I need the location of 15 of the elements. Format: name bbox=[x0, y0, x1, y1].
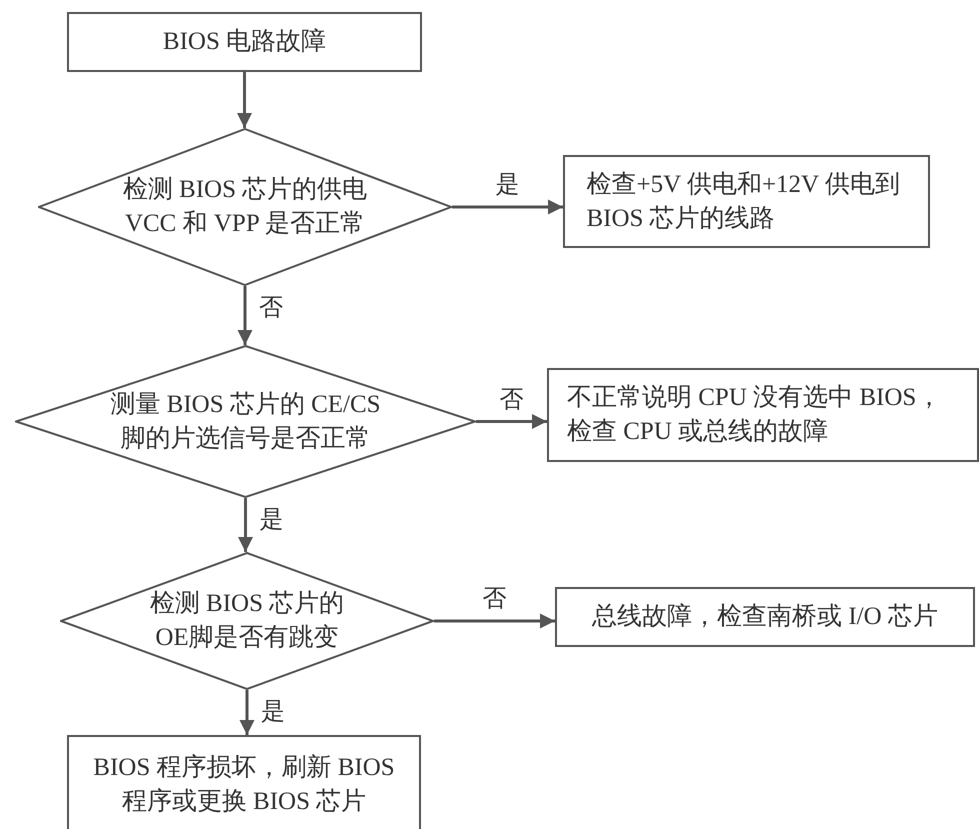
arrow bbox=[237, 72, 252, 128]
arrow bbox=[240, 690, 254, 735]
process-box: BIOS 程序损坏，刷新 BIOS程序或更换 BIOS 芯片 bbox=[67, 735, 421, 829]
decision-diamond: 检测 BIOS 芯片的供电VCC 和 VPP 是否正常 bbox=[38, 128, 452, 286]
process-box: BIOS 电路故障 bbox=[67, 12, 422, 72]
process-box: 检查+5V 供电和+12V 供电到 BIOS 芯片的线路 bbox=[563, 155, 930, 248]
arrow bbox=[434, 614, 555, 628]
arrow bbox=[476, 414, 547, 429]
process-box: 总线故障，检查南桥或 I/O 芯片 bbox=[555, 587, 975, 647]
decision-diamond: 检测 BIOS 芯片的 OE脚是否有跳变 bbox=[60, 552, 434, 690]
arrow bbox=[238, 286, 252, 345]
arrow bbox=[452, 200, 563, 214]
decision-diamond: 测量 BIOS 芯片的 CE/CS脚的片选信号是否正常 bbox=[15, 345, 476, 498]
process-box: 不正常说明 CPU 没有选中 BIOS，检查 CPU 或总线的故障 bbox=[547, 368, 979, 462]
arrow bbox=[238, 498, 253, 552]
